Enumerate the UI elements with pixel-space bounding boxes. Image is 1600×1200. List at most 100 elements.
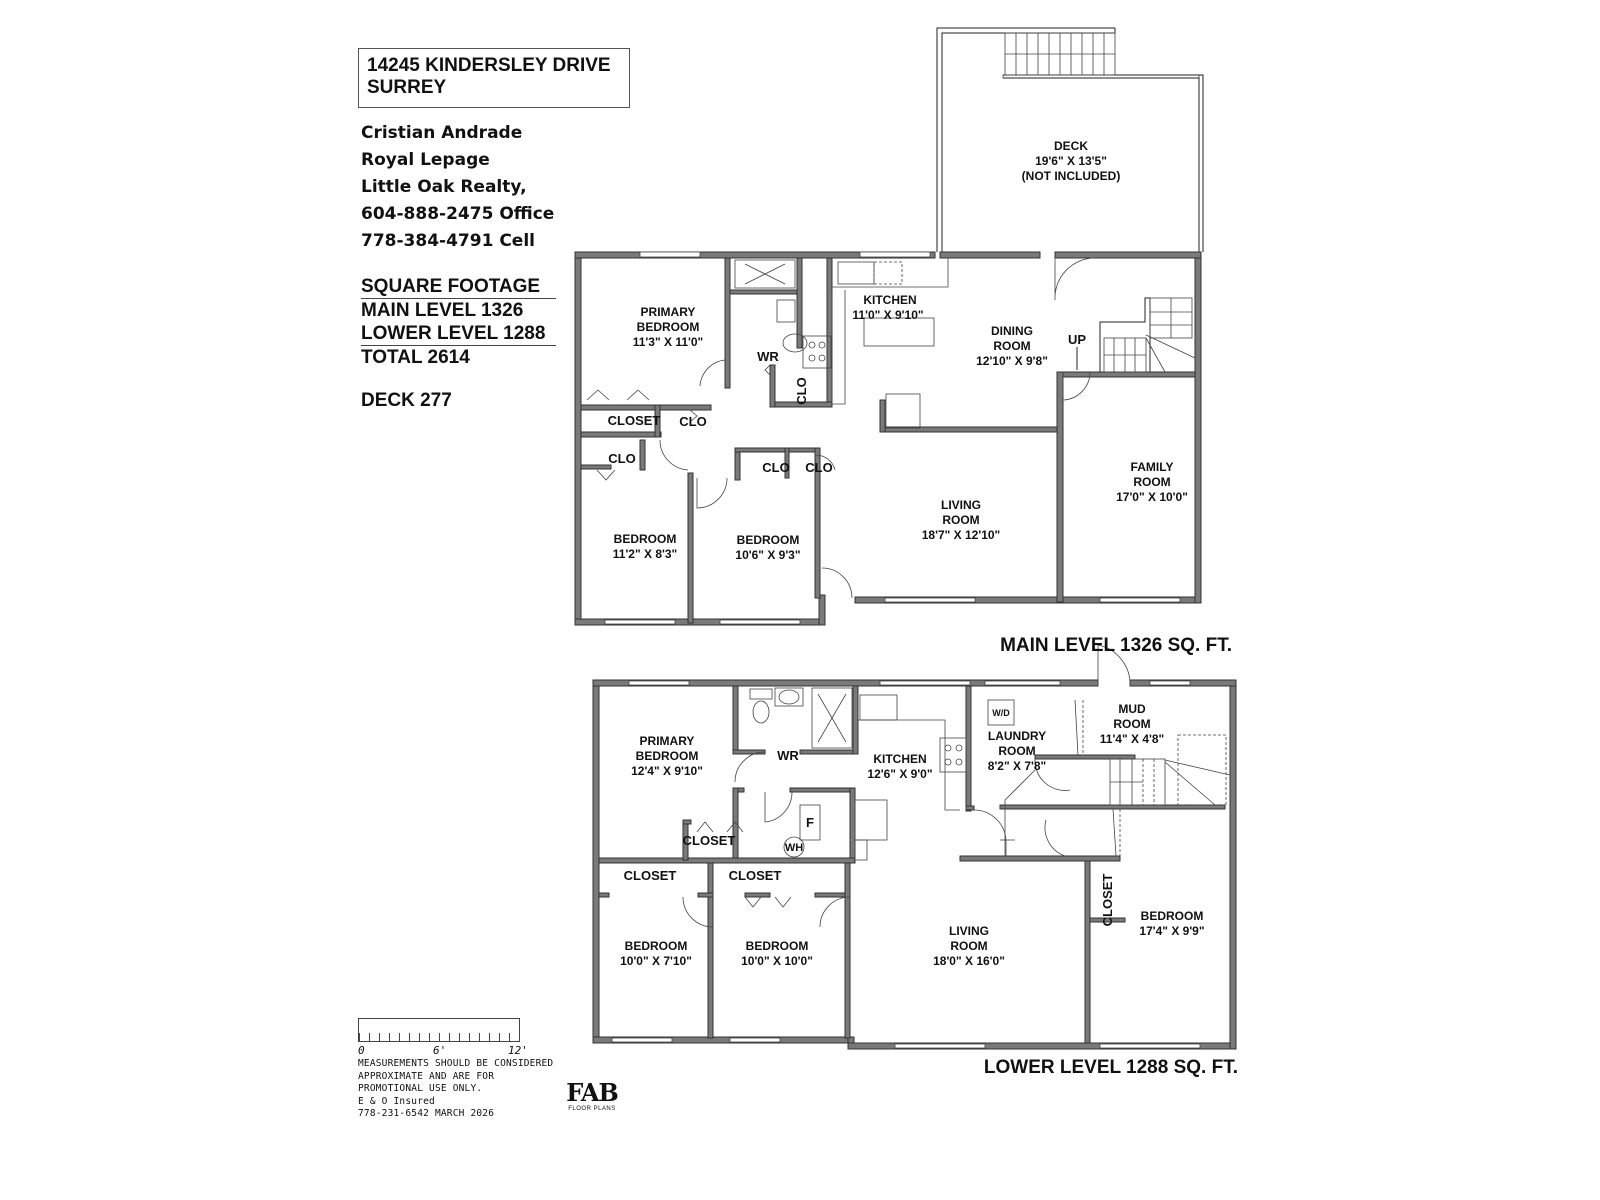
square-footage-summary: SQUARE FOOTAGE MAIN LEVEL 1326 LOWER LEV… (361, 275, 556, 369)
disclaimer-contact-date: 778-231-6542 MARCH 2026 (358, 1108, 495, 1119)
main-clo-label-2: CLO (608, 451, 635, 466)
laundry-room-label: LAUNDRY (988, 729, 1046, 743)
main-clo-label-3: CLO (762, 460, 789, 475)
sqft-main: MAIN LEVEL 1326 (361, 300, 524, 321)
lower-living-room-dims: 18'0" X 16'0" (933, 954, 1005, 968)
main-living-room-label: LIVING (941, 498, 981, 512)
fab-floor-plans-logo: FAB FLOOR PLANS (560, 1078, 624, 1113)
scale-bar-frame (358, 1018, 520, 1033)
disclaimer-line-2: APPROXIMATE AND ARE FOR (358, 1070, 495, 1082)
disclaimer: MEASUREMENTS SHOULD BE CONSIDERED APPROX… (358, 1058, 553, 1121)
lower-fixtures (749, 687, 1015, 861)
sqft-title: SQUARE FOOTAGE (361, 275, 556, 299)
logo-subtitle: FLOOR PLANS (568, 1106, 616, 1112)
disclaimer-line-4: E & O Insured (358, 1095, 435, 1107)
disclaimer-line-1: MEASUREMENTS SHOULD BE CONSIDERED (358, 1058, 554, 1069)
sqft-deck: DECK 277 (361, 390, 452, 411)
mud-room-dims: 11'4" X 4'8" (1100, 732, 1164, 746)
scale-bar-ticks (358, 1033, 520, 1042)
agent-name: Cristian Andrade (361, 123, 523, 143)
main-living-room-dims: 18'7" X 12'10" (922, 528, 1000, 542)
family-room-label-2: ROOM (1133, 475, 1170, 489)
main-washroom-label: WR (757, 349, 779, 364)
disclaimer-line-3: PROMOTIONAL USE ONLY. (358, 1083, 483, 1094)
lower-bedroom-c-dims: 17'4" X 9'9" (1139, 924, 1204, 938)
family-room-label: FAMILY (1131, 460, 1174, 474)
main-kitchen-label: KITCHEN (863, 293, 916, 307)
water-heater-label: WH (785, 842, 803, 854)
main-exterior-walls (574, 251, 1202, 626)
lower-level-title: LOWER LEVEL 1288 SQ. FT. (984, 1057, 1238, 1078)
mud-room-label: MUD (1118, 702, 1146, 716)
scale-bar: 0 6' 12' (358, 1018, 528, 1058)
main-bedroom-3-dims: 10'6" X 9'3" (735, 548, 800, 562)
lower-primary-bedroom-dims: 12'4" X 9'10" (631, 764, 703, 778)
family-room-dims: 17'0" X 10'0" (1116, 490, 1188, 504)
lower-bedroom-a-label: BEDROOM (625, 939, 688, 953)
main-level-title: MAIN LEVEL 1326 SQ. FT. (1000, 635, 1232, 656)
agent-brokerage-2: Little Oak Realty, (361, 177, 527, 197)
main-interior-walls (580, 257, 1196, 624)
laundry-room-label-2: ROOM (998, 744, 1035, 758)
logo-mark: FAB (566, 1078, 619, 1107)
deck-outline (936, 27, 1204, 252)
agent-cell-phone: 778-384-4791 Cell (361, 231, 535, 251)
main-stairs (1099, 297, 1196, 373)
lower-closet-label-3: CLOSET (729, 868, 782, 883)
deck-dims: 19'6" X 13'5" (1035, 154, 1107, 168)
agent-office-phone: 604-888-2475 Office (361, 204, 555, 224)
sqft-lower: LOWER LEVEL 1288 (361, 322, 556, 346)
main-primary-bedroom-label: PRIMARY (641, 305, 696, 319)
sqft-total: TOTAL 2614 (361, 347, 470, 368)
address-city: SURREY (367, 77, 447, 98)
main-bedroom-2-label: BEDROOM (614, 532, 677, 546)
dining-room-label-2: ROOM (993, 339, 1030, 353)
dining-room-dims: 12'10" X 9'8" (976, 354, 1048, 368)
deck-note: (NOT INCLUDED) (1022, 169, 1121, 183)
lower-living-room-label: LIVING (949, 924, 989, 938)
furnace-label: F (806, 815, 814, 830)
agent-info: Cristian Andrade Royal Lepage Little Oak… (361, 120, 554, 255)
dining-room-label: DINING (991, 324, 1033, 338)
lower-living-room-label-2: ROOM (950, 939, 987, 953)
deck-label: DECK (1054, 139, 1088, 153)
laundry-room-dims: 8'2" X 7'8" (988, 759, 1046, 773)
mud-room-label-2: ROOM (1113, 717, 1150, 731)
lower-primary-bedroom-label-2: BEDROOM (636, 749, 699, 763)
lower-kitchen-label: KITCHEN (873, 752, 926, 766)
washer-dryer-label: W/D (992, 708, 1010, 718)
main-bedroom-3-label: BEDROOM (737, 533, 800, 547)
lower-closet-label-1: CLOSET (683, 833, 736, 848)
main-primary-bedroom-dims: 11'3" X 11'0" (633, 335, 703, 349)
lower-bedroom-b-label: BEDROOM (746, 939, 809, 953)
address-box: 14245 KINDERSLEY DRIVE SURREY (358, 48, 630, 108)
lower-closet-label-4: CLOSET (1100, 874, 1115, 927)
lower-bedroom-c-label: BEDROOM (1141, 909, 1204, 923)
lower-washroom-label: WR (777, 748, 799, 763)
main-kitchen-dims: 11'0" X 9'10" (852, 308, 923, 322)
main-clo-label-4: CLO (805, 460, 832, 475)
lower-primary-bedroom-label: PRIMARY (640, 734, 695, 748)
main-primary-bedroom-label-2: BEDROOM (637, 320, 700, 334)
main-clo-label-1: CLO (679, 414, 706, 429)
main-fixtures (734, 258, 949, 429)
agent-brokerage: Royal Lepage (361, 150, 490, 170)
main-level-plan: UP DECK 19'6" X 13'5" (NOT INCLUDED) PRI… (574, 27, 1204, 626)
lower-bedroom-a-dims: 10'0" X 7'10" (620, 954, 692, 968)
up-label: UP (1068, 332, 1086, 347)
scale-zero: 0 (358, 1044, 365, 1057)
main-closet-label: CLOSET (608, 413, 661, 428)
main-bedroom-2-dims: 11'2" X 8'3" (613, 547, 677, 561)
lower-kitchen-dims: 12'6" X 9'0" (867, 767, 932, 781)
lower-closet-label-2: CLOSET (624, 868, 677, 883)
scale-max: 12' (508, 1044, 528, 1057)
scale-mid: 6' (433, 1044, 447, 1057)
lower-stairs (1074, 699, 1231, 857)
lower-doors (682, 644, 1131, 928)
lower-level-plan: PRIMARY BEDROOM 12'4" X 9'10" KITCHEN 12… (592, 644, 1237, 1050)
main-clo-label-5: CLO (794, 377, 809, 404)
lower-exterior-walls (592, 679, 1237, 1050)
main-living-room-label-2: ROOM (942, 513, 979, 527)
address-street: 14245 KINDERSLEY DRIVE (367, 55, 611, 76)
